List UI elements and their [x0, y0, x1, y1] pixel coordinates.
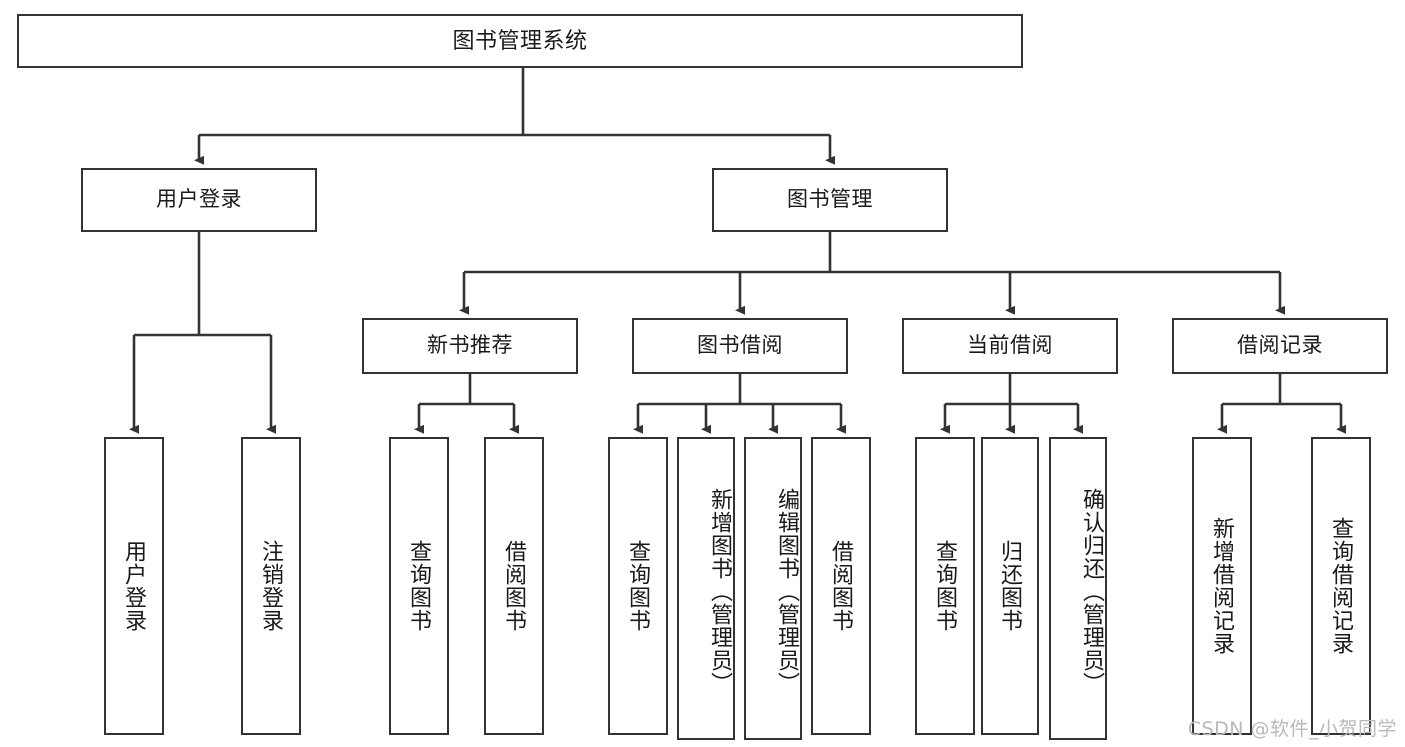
leaf-confirm-return-admin[interactable]: 确认归还（管理员）: [1049, 437, 1107, 740]
leaf-query-borrow-record[interactable]: 查询借阅记录: [1311, 437, 1371, 735]
node-label: 查询图书: [406, 540, 432, 632]
node-user-login[interactable]: 用户登录: [81, 168, 317, 232]
node-borrow-record[interactable]: 借阅记录: [1172, 318, 1388, 374]
leaf-add-borrow-record[interactable]: 新增借阅记录: [1192, 437, 1252, 735]
leaf-borrow-book-borrow[interactable]: 借阅图书: [811, 437, 871, 735]
node-label: 注销登录: [258, 540, 284, 632]
node-label: 查询图书: [932, 540, 958, 632]
node-label: 当前借阅: [967, 334, 1053, 358]
node-current-borrow[interactable]: 当前借阅: [902, 318, 1118, 374]
leaf-query-book-borrow[interactable]: 查询图书: [608, 437, 668, 735]
node-label: 确认归还（管理员）: [1080, 488, 1105, 695]
leaf-add-book-admin[interactable]: 新增图书（管理员）: [677, 437, 735, 740]
node-label: 图书管理: [787, 188, 873, 212]
leaf-user-login[interactable]: 用户登录: [104, 437, 164, 735]
node-book-manage[interactable]: 图书管理: [712, 168, 948, 232]
node-book-borrow[interactable]: 图书借阅: [632, 318, 848, 374]
csdn-watermark: CSDN @软件_小贺同学: [1187, 718, 1397, 740]
node-label: 编辑图书（管理员）: [775, 488, 800, 695]
node-label: 新增借阅记录: [1209, 517, 1235, 655]
node-label: 借阅图书: [828, 540, 854, 632]
node-label: 用户登录: [121, 540, 147, 632]
node-root-system[interactable]: 图书管理系统: [17, 14, 1023, 68]
leaf-edit-book-admin[interactable]: 编辑图书（管理员）: [744, 437, 802, 740]
leaf-query-book-newbook[interactable]: 查询图书: [389, 437, 449, 735]
node-label: 查询图书: [625, 540, 651, 632]
node-new-book-recommend[interactable]: 新书推荐: [362, 318, 578, 374]
leaf-return-book[interactable]: 归还图书: [981, 437, 1039, 735]
node-label: 图书借阅: [697, 334, 783, 358]
node-label: 查询借阅记录: [1328, 517, 1354, 655]
node-label: 借阅记录: [1237, 334, 1323, 358]
leaf-logout-login[interactable]: 注销登录: [241, 437, 301, 735]
node-label: 新书推荐: [427, 334, 513, 358]
leaf-borrow-book-newbook[interactable]: 借阅图书: [484, 437, 544, 735]
node-label: 图书管理系统: [452, 27, 588, 53]
node-label: 借阅图书: [501, 540, 527, 632]
node-label: 新增图书（管理员）: [708, 488, 733, 695]
leaf-query-book-current[interactable]: 查询图书: [915, 437, 975, 735]
node-label: 用户登录: [156, 188, 242, 212]
node-label: 归还图书: [997, 540, 1023, 632]
